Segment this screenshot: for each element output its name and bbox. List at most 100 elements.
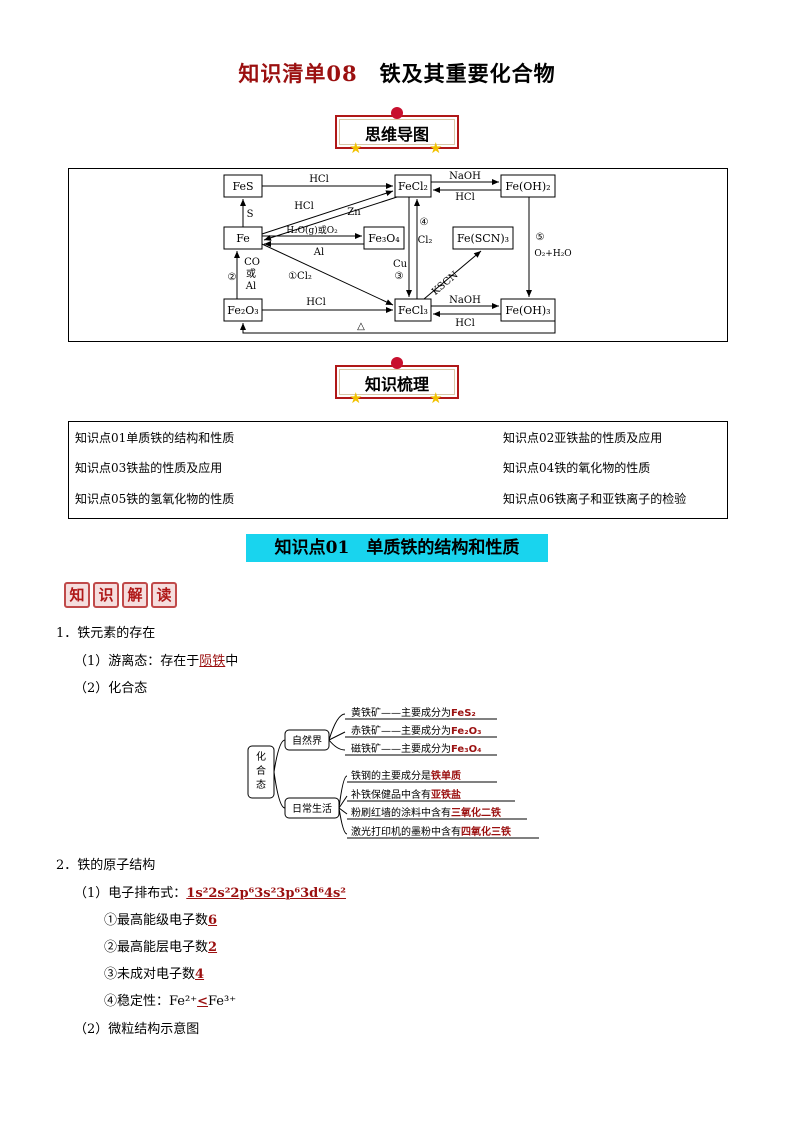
node-box: [363, 226, 405, 250]
title-part1: 知识清单08: [238, 61, 358, 86]
svg-text:补铁保健品中含有亚铁盐: 补铁保健品中含有亚铁盐: [351, 788, 461, 801]
page-title: 知识清单08 铁及其重要化合物: [0, 58, 794, 88]
tree-root-char: 化: [256, 750, 266, 763]
stability-line: ④稳定性：Fe²⁺<Fe³⁺: [104, 990, 236, 1009]
label-s: S: [247, 209, 254, 220]
node-fes: FeS: [232, 180, 253, 193]
tree-n1: 黄铁矿——主要成分为: [351, 706, 451, 719]
svg-text:激光打印机的墨粉中含有四氧化三铁: 激光打印机的墨粉中含有四氧化三铁: [351, 825, 511, 838]
badge-char: 解: [122, 582, 148, 608]
stability-label: ④稳定性：Fe²⁺: [104, 994, 198, 1009]
tree-d2: 补铁保健品中含有: [351, 788, 431, 801]
answer-ferrous-salt: 亚铁盐: [431, 788, 461, 801]
badge-sort-label: 知识梳理: [364, 375, 429, 394]
label-3: ③: [395, 271, 404, 282]
node-box: [500, 174, 556, 198]
answer-iron-element: 铁单质: [431, 769, 461, 782]
node-box: [394, 298, 432, 322]
label-2: ②: [228, 272, 237, 283]
label-zn: Zn: [347, 207, 361, 218]
label-co: CO: [244, 257, 260, 268]
combined-state-tree: 化 合 态 自然界 日常生活 黄铁矿——主要成分为FeS₂ 赤铁矿——主要成分为…: [245, 702, 555, 844]
label-5: ⑤: [536, 232, 545, 243]
kp-item[interactable]: 知识点02亚铁盐的性质及应用: [503, 431, 663, 445]
node-box: [394, 174, 432, 198]
highest-shell-label: ②最高能层电子数: [104, 940, 209, 955]
label-kscn: KSCN: [430, 269, 461, 297]
kp-item[interactable]: 知识点01单质铁的结构和性质: [75, 431, 235, 445]
answer-meteorite: 陨铁: [199, 654, 226, 669]
heading-existence: 1．铁元素的存在: [56, 626, 156, 641]
micro-structure-line: （2）微粒结构示意图: [74, 1022, 200, 1037]
label-hcl: HCl: [455, 192, 475, 203]
combined-state-line: （2）化合态: [74, 681, 148, 696]
label-cl2: Cl₂: [418, 235, 433, 246]
kp-item[interactable]: 知识点03铁盐的性质及应用: [75, 461, 223, 475]
tree-d1: 铁钢的主要成分是: [351, 769, 431, 782]
svg-text:磁铁矿——主要成分为Fe₃O₄: 磁铁矿——主要成分为Fe₃O₄: [351, 742, 481, 755]
red-dot-icon: [391, 357, 403, 369]
answer-6: 6: [208, 913, 218, 928]
badge-char: 识: [93, 582, 119, 608]
svg-text:黄铁矿——主要成分为FeS₂: 黄铁矿——主要成分为FeS₂: [351, 706, 476, 719]
label-hcl: HCl: [294, 201, 314, 212]
highest-sublevel-line: ①最高能级电子数6: [104, 909, 217, 928]
badge-char: 读: [151, 582, 177, 608]
star-icon: ★: [429, 139, 443, 157]
node-fescn3: Fe(SCN)₃: [457, 232, 509, 245]
answer-fe3o4: Fe₃O₄: [451, 744, 481, 755]
answer-2: 2: [208, 940, 218, 955]
label-al: Al: [313, 247, 324, 258]
answer-fe3o4-cn: 四氧化三铁: [461, 825, 511, 838]
label-al: Al: [245, 281, 256, 292]
tree-root-char: 合: [256, 764, 266, 777]
section-title: 知识点01 单质铁的结构和性质: [246, 534, 548, 562]
tree-daily: 日常生活: [292, 802, 332, 815]
node-fecl3: FeCl₃: [398, 304, 428, 317]
unpaired-electrons-label: ③未成对电子数: [104, 967, 196, 982]
label-1-cl2: ①Cl₂: [288, 271, 312, 282]
star-icon: ★: [429, 389, 443, 407]
free-state-line: （1）游离态：存在于陨铁中: [74, 650, 238, 669]
node-fecl2: FeCl₂: [398, 180, 428, 193]
badge-knowledge-sort: 知识梳理 ★ ★: [335, 357, 459, 406]
node-fe3o4: Fe₃O₄: [368, 232, 400, 245]
svg-text:赤铁矿——主要成分为Fe₂O₃: 赤铁矿——主要成分为Fe₂O₃: [351, 724, 481, 737]
answer-fe2o3: Fe₂O₃: [451, 726, 481, 737]
electron-config-label: （1）电子排布式：: [74, 886, 187, 901]
label-naoh: NaOH: [449, 171, 481, 182]
stability-suffix: Fe³⁺: [207, 994, 237, 1009]
label-cu: Cu: [393, 259, 408, 270]
heading-atomic-structure: 2．铁的原子结构: [56, 858, 156, 873]
node-fe: Fe: [236, 232, 250, 245]
title-part2: 铁及其重要化合物: [379, 61, 556, 86]
highest-shell-line: ②最高能层电子数2: [104, 936, 217, 955]
iron-mind-map: FeS FeCl₂ Fe(OH)₂ Fe Fe₃O₄ Fe(SCN)₃ Fe₂O…: [68, 168, 728, 342]
svg-text:铁钢的主要成分是铁单质: 铁钢的主要成分是铁单质: [351, 769, 461, 782]
tree-root-char: 态: [256, 778, 266, 791]
tree-d3: 粉刷红墙的涂料中含有: [351, 806, 451, 819]
node-feoh2: Fe(OH)₂: [505, 180, 550, 193]
unpaired-electrons-line: ③未成对电子数4: [104, 963, 204, 982]
label-hcl: HCl: [309, 174, 329, 185]
label-or: 或: [246, 268, 256, 280]
free-state-suffix: 中: [225, 654, 239, 669]
answer-fe2o3-cn: 三氧化二铁: [451, 806, 501, 819]
node-fe2o3: Fe₂O₃: [227, 304, 258, 317]
kp-item[interactable]: 知识点06铁离子和亚铁离子的检验: [503, 492, 687, 506]
red-dot-icon: [391, 107, 403, 119]
svg-text:粉刷红墙的涂料中含有三氧化二铁: 粉刷红墙的涂料中含有三氧化二铁: [351, 806, 501, 819]
kp-item[interactable]: 知识点04铁的氧化物的性质: [503, 461, 651, 475]
label-hcl: HCl: [455, 318, 475, 329]
free-state-text: （1）游离态：存在于: [74, 654, 200, 669]
star-icon: ★: [349, 139, 363, 157]
label-o2-h2o: O₂+H₂O: [534, 249, 571, 259]
kp-item[interactable]: 知识点05铁的氢氧化物的性质: [75, 492, 235, 506]
label-delta: △: [357, 321, 365, 332]
knowledge-points-list: 知识点01单质铁的结构和性质 知识点02亚铁盐的性质及应用 知识点03铁盐的性质…: [68, 421, 728, 519]
tree-nature: 自然界: [292, 734, 322, 747]
node-box: [452, 226, 514, 250]
tree-n3: 磁铁矿——主要成分为: [351, 742, 451, 755]
tree-d4: 激光打印机的墨粉中含有: [351, 825, 461, 838]
answer-fes2: FeS₂: [451, 708, 476, 719]
